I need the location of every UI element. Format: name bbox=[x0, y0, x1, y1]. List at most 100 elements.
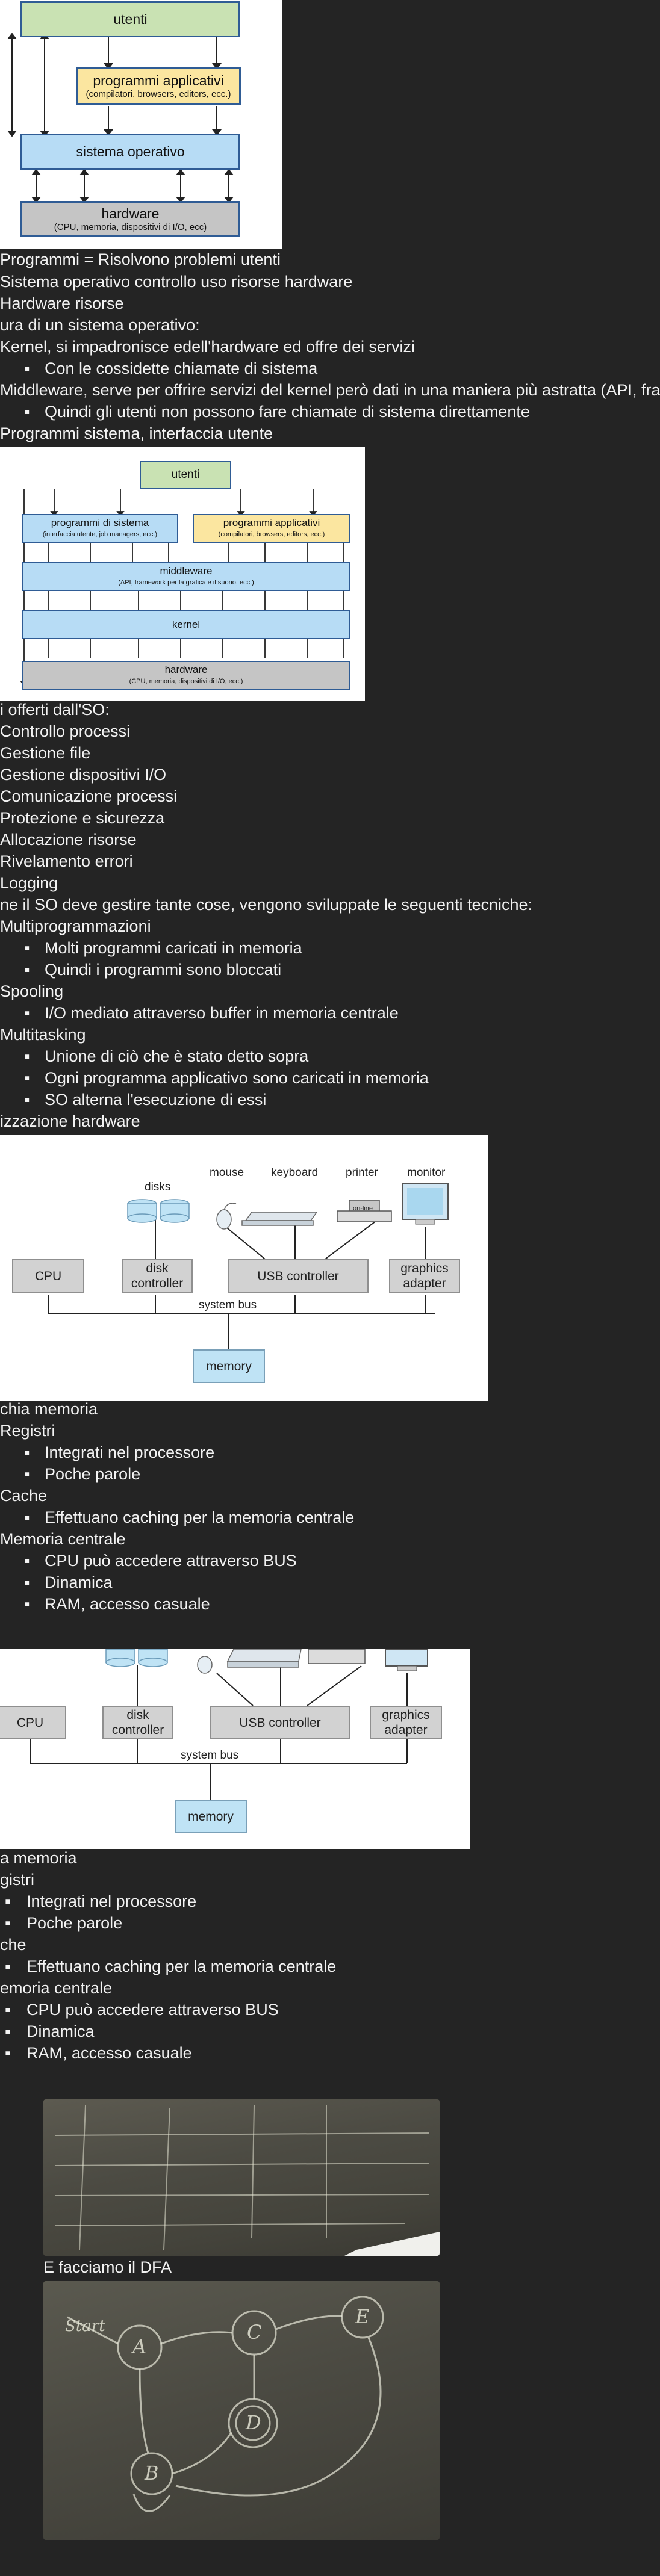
keyboard-icon bbox=[226, 1649, 302, 1668]
monitor-icon bbox=[402, 1183, 449, 1225]
text-line: Multiprogrammazioni bbox=[0, 917, 151, 935]
hardware-lines bbox=[48, 1183, 449, 1349]
text-line: Memoria centrale bbox=[0, 1530, 126, 1548]
text-line: Comunicazione processi bbox=[0, 787, 178, 805]
text-line: Kernel, si impadronisce edell'hardware e… bbox=[0, 338, 416, 356]
printer-icon bbox=[308, 1649, 366, 1664]
bullet-marker: ▪ bbox=[24, 1047, 30, 1065]
bullet-marker: ▪ bbox=[5, 2044, 11, 2062]
applications-label: programmi applicativi bbox=[93, 73, 224, 88]
dfa-strokes bbox=[67, 2296, 384, 2512]
middleware-label: middleware bbox=[160, 565, 213, 577]
dfa-caption: E facciamo il DFA bbox=[43, 2258, 172, 2276]
memory-box: memory bbox=[193, 1349, 265, 1383]
printer-icon bbox=[337, 1200, 392, 1222]
text-line: emoria centrale bbox=[0, 1979, 113, 1997]
bullet-marker: ▪ bbox=[24, 1595, 30, 1613]
hardware-diagram-crop: CPU disk controller USB controller graph… bbox=[0, 1649, 470, 1849]
text-line: Registri bbox=[0, 1422, 55, 1440]
bullet-marker: ▪ bbox=[5, 1957, 11, 1975]
text-line: izzazione hardware bbox=[0, 1112, 140, 1130]
bullet-marker: ▪ bbox=[24, 1004, 30, 1022]
bullet-text: Dinamica bbox=[45, 1573, 113, 1591]
os-structure-diagram: utenti programmi di sistema (interfaccia… bbox=[0, 447, 365, 701]
text-line: Rivelamento errori bbox=[0, 852, 133, 870]
state-c-label: C bbox=[247, 2321, 262, 2344]
bullet-text: CPU può accedere attraverso BUS bbox=[26, 2001, 279, 2019]
keyboard-icon bbox=[241, 1212, 318, 1226]
text-line: Gestione dispositivi I/O bbox=[0, 766, 167, 784]
bullet-text: Ogni programma applicativo sono caricati… bbox=[45, 1069, 429, 1087]
text-line: i offerti dall'SO: bbox=[0, 701, 110, 719]
bullet-marker: ▪ bbox=[24, 1508, 30, 1526]
text-line: Cache bbox=[0, 1487, 48, 1505]
text-line: chia memoria bbox=[0, 1400, 98, 1418]
bullet-text: Con le cossidette chiamate di sistema bbox=[45, 359, 318, 377]
text-line: Spooling bbox=[0, 982, 64, 1000]
text-line: Programmi = Risolvono problemi utenti bbox=[0, 250, 281, 268]
text-line: Logging bbox=[0, 874, 58, 892]
diagram-arrows bbox=[7, 33, 234, 203]
state-e bbox=[341, 2296, 384, 2339]
bullet-marker: ▪ bbox=[24, 1573, 30, 1591]
users-box: utenti bbox=[140, 461, 231, 489]
system-programs-sub: (interfaccia utente, job managers, ecc.) bbox=[42, 531, 158, 538]
text-line: che bbox=[0, 1936, 26, 1954]
os-label: sistema operativo bbox=[76, 144, 185, 159]
kernel-label: kernel bbox=[172, 619, 201, 630]
hardware-box: hardware (CPU, memoria, dispositivi di I… bbox=[20, 201, 240, 237]
applications-box: programmi applicativi (compilatori, brow… bbox=[76, 67, 241, 105]
bullet-marker: ▪ bbox=[24, 1443, 30, 1461]
monitor-icon bbox=[385, 1649, 428, 1671]
text-line: ura di un sistema operativo: bbox=[0, 316, 200, 334]
bullet-text: Integrati nel processore bbox=[26, 1892, 197, 1910]
applications-label: programmi applicativi bbox=[223, 517, 320, 528]
hardware-label: hardware bbox=[101, 206, 160, 221]
usb-controller-box: USB controller bbox=[228, 1259, 369, 1293]
bullet-marker: ▪ bbox=[5, 1892, 11, 1910]
mouse-label: mouse bbox=[210, 1166, 244, 1179]
text-line: Allocazione risorse bbox=[0, 831, 137, 849]
cpu-box: CPU bbox=[0, 1706, 66, 1739]
users-label: utenti bbox=[113, 11, 148, 27]
system-programs-label: programmi di sistema bbox=[51, 517, 149, 528]
bullet-marker: ▪ bbox=[5, 2001, 11, 2019]
printer-online-label: on-line bbox=[353, 1205, 373, 1212]
users-box: utenti bbox=[20, 1, 240, 37]
kernel-box: kernel bbox=[22, 610, 350, 639]
cpu-box: CPU bbox=[12, 1259, 84, 1293]
bullet-marker: ▪ bbox=[5, 1914, 11, 1932]
bullet-text: SO alterna l'esecuzione di essi bbox=[45, 1091, 267, 1109]
users-label: utenti bbox=[171, 468, 200, 481]
text-line: Multitasking bbox=[0, 1026, 86, 1044]
bullet-text: Quindi i programmi sono bloccati bbox=[45, 961, 282, 979]
printer-label: printer bbox=[346, 1166, 378, 1179]
hardware-label: hardware bbox=[164, 664, 208, 675]
bullet-text: RAM, accesso casuale bbox=[26, 2044, 192, 2062]
disk-controller-box: disk controller bbox=[102, 1706, 173, 1739]
start-label: Start bbox=[65, 2317, 105, 2335]
chalkboard-photo-dfa: Start A C E D B bbox=[43, 2281, 440, 2540]
text-line: Gestione file bbox=[0, 744, 91, 762]
state-b-label: B bbox=[145, 2462, 159, 2485]
os-layers-diagram: utenti programmi applicativi (compilator… bbox=[0, 0, 282, 249]
mouse-icon bbox=[216, 1203, 237, 1230]
disks-icon bbox=[105, 1649, 168, 1667]
text-line: Middleware, serve per offrire servizi de… bbox=[0, 381, 660, 399]
text-line: gistri bbox=[0, 1871, 35, 1889]
text-line: Programmi sistema, interfaccia utente bbox=[0, 424, 273, 442]
bullet-marker: ▪ bbox=[24, 1069, 30, 1087]
text-line: Hardware risorse bbox=[0, 294, 124, 312]
graphics-adapter-box: graphics adapter bbox=[370, 1706, 442, 1739]
text-line: Sistema operativo controllo uso risorse … bbox=[0, 273, 353, 291]
bullet-text: Integrati nel processore bbox=[45, 1443, 215, 1461]
bullet-text: Quindi gli utenti non possono fare chiam… bbox=[45, 403, 530, 421]
usb-controller-box: USB controller bbox=[210, 1706, 350, 1739]
bullet-marker: ▪ bbox=[24, 1552, 30, 1570]
text-line: a memoria bbox=[0, 1849, 77, 1867]
chalkboard-photo-table bbox=[43, 2099, 440, 2256]
bullet-text: Poche parole bbox=[45, 1465, 141, 1483]
text-line: Protezione e sicurezza bbox=[0, 809, 165, 827]
state-e-label: E bbox=[355, 2305, 370, 2328]
state-a-label: A bbox=[132, 2335, 147, 2358]
